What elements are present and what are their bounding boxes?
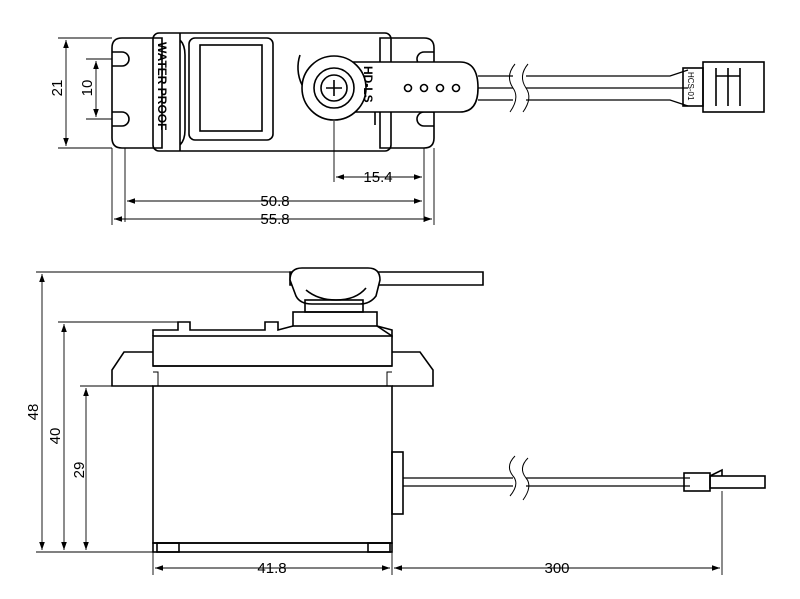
- window-inner: [199, 44, 263, 132]
- bottom-cover: [152, 542, 393, 553]
- svg-text:48: 48: [25, 404, 42, 421]
- cable-side: [403, 455, 690, 501]
- window-outer: [188, 37, 274, 141]
- svg-text:21: 21: [49, 80, 66, 97]
- svg-text:55.8: 55.8: [260, 211, 289, 228]
- body-case: [152, 385, 393, 544]
- cable-top: [478, 63, 689, 113]
- dim-mount-height: 29: [71, 385, 112, 550]
- dim-shaft-offset: 15.4: [333, 121, 425, 222]
- label-plate: [179, 33, 186, 151]
- cable-grommet: [391, 451, 404, 515]
- top-case: [152, 335, 393, 367]
- svg-text:15.4: 15.4: [363, 169, 392, 186]
- dim-body-height: 40: [47, 321, 178, 550]
- flange-left: [111, 351, 153, 387]
- horn-holes: [403, 83, 461, 93]
- svg-text:41.8: 41.8: [257, 560, 286, 577]
- svg-text:10: 10: [79, 80, 96, 97]
- side-view: 48 40 29 41.8 300: [25, 267, 766, 577]
- top-view: WATER PROOF HD-LS HCS-01 21 10: [49, 32, 765, 228]
- mounting-flange-right: [379, 37, 435, 149]
- svg-text:29: 29: [71, 462, 88, 479]
- dim-cable-length: 300: [394, 491, 723, 577]
- horn-hub-side: [289, 267, 381, 305]
- top-cover: [152, 321, 393, 338]
- model-label: HD-LS: [361, 66, 375, 103]
- connector-label: HCS-01: [686, 72, 695, 101]
- svg-text:300: 300: [544, 560, 569, 577]
- dim-height-21: 21: [49, 37, 112, 149]
- mounting-slots-left: [112, 51, 130, 127]
- mounting-flange: [111, 37, 163, 149]
- connector-side: [683, 468, 766, 492]
- foot-right: [367, 542, 391, 553]
- svg-text:50.8: 50.8: [260, 193, 289, 210]
- dim-hole-spacing-10: 10: [79, 58, 112, 120]
- flange-right: [392, 351, 434, 387]
- connector-top: HCS-01: [682, 61, 765, 113]
- dim-width-inner: 50.8: [124, 148, 422, 222]
- dim-width-outer: 55.8: [111, 148, 435, 228]
- waterproof-label: WATER PROOF: [155, 42, 169, 130]
- horn-screw: [320, 74, 348, 102]
- gear-tower: [292, 311, 378, 327]
- flange-details: [153, 371, 392, 386]
- horn-inner-ring: [313, 67, 355, 109]
- screw-cross-icon: [326, 80, 342, 96]
- dim-body-length: 41.8: [152, 552, 393, 577]
- foot-left: [156, 542, 180, 553]
- dim-total-height: 48: [25, 271, 290, 553]
- svg-text:40: 40: [47, 428, 64, 445]
